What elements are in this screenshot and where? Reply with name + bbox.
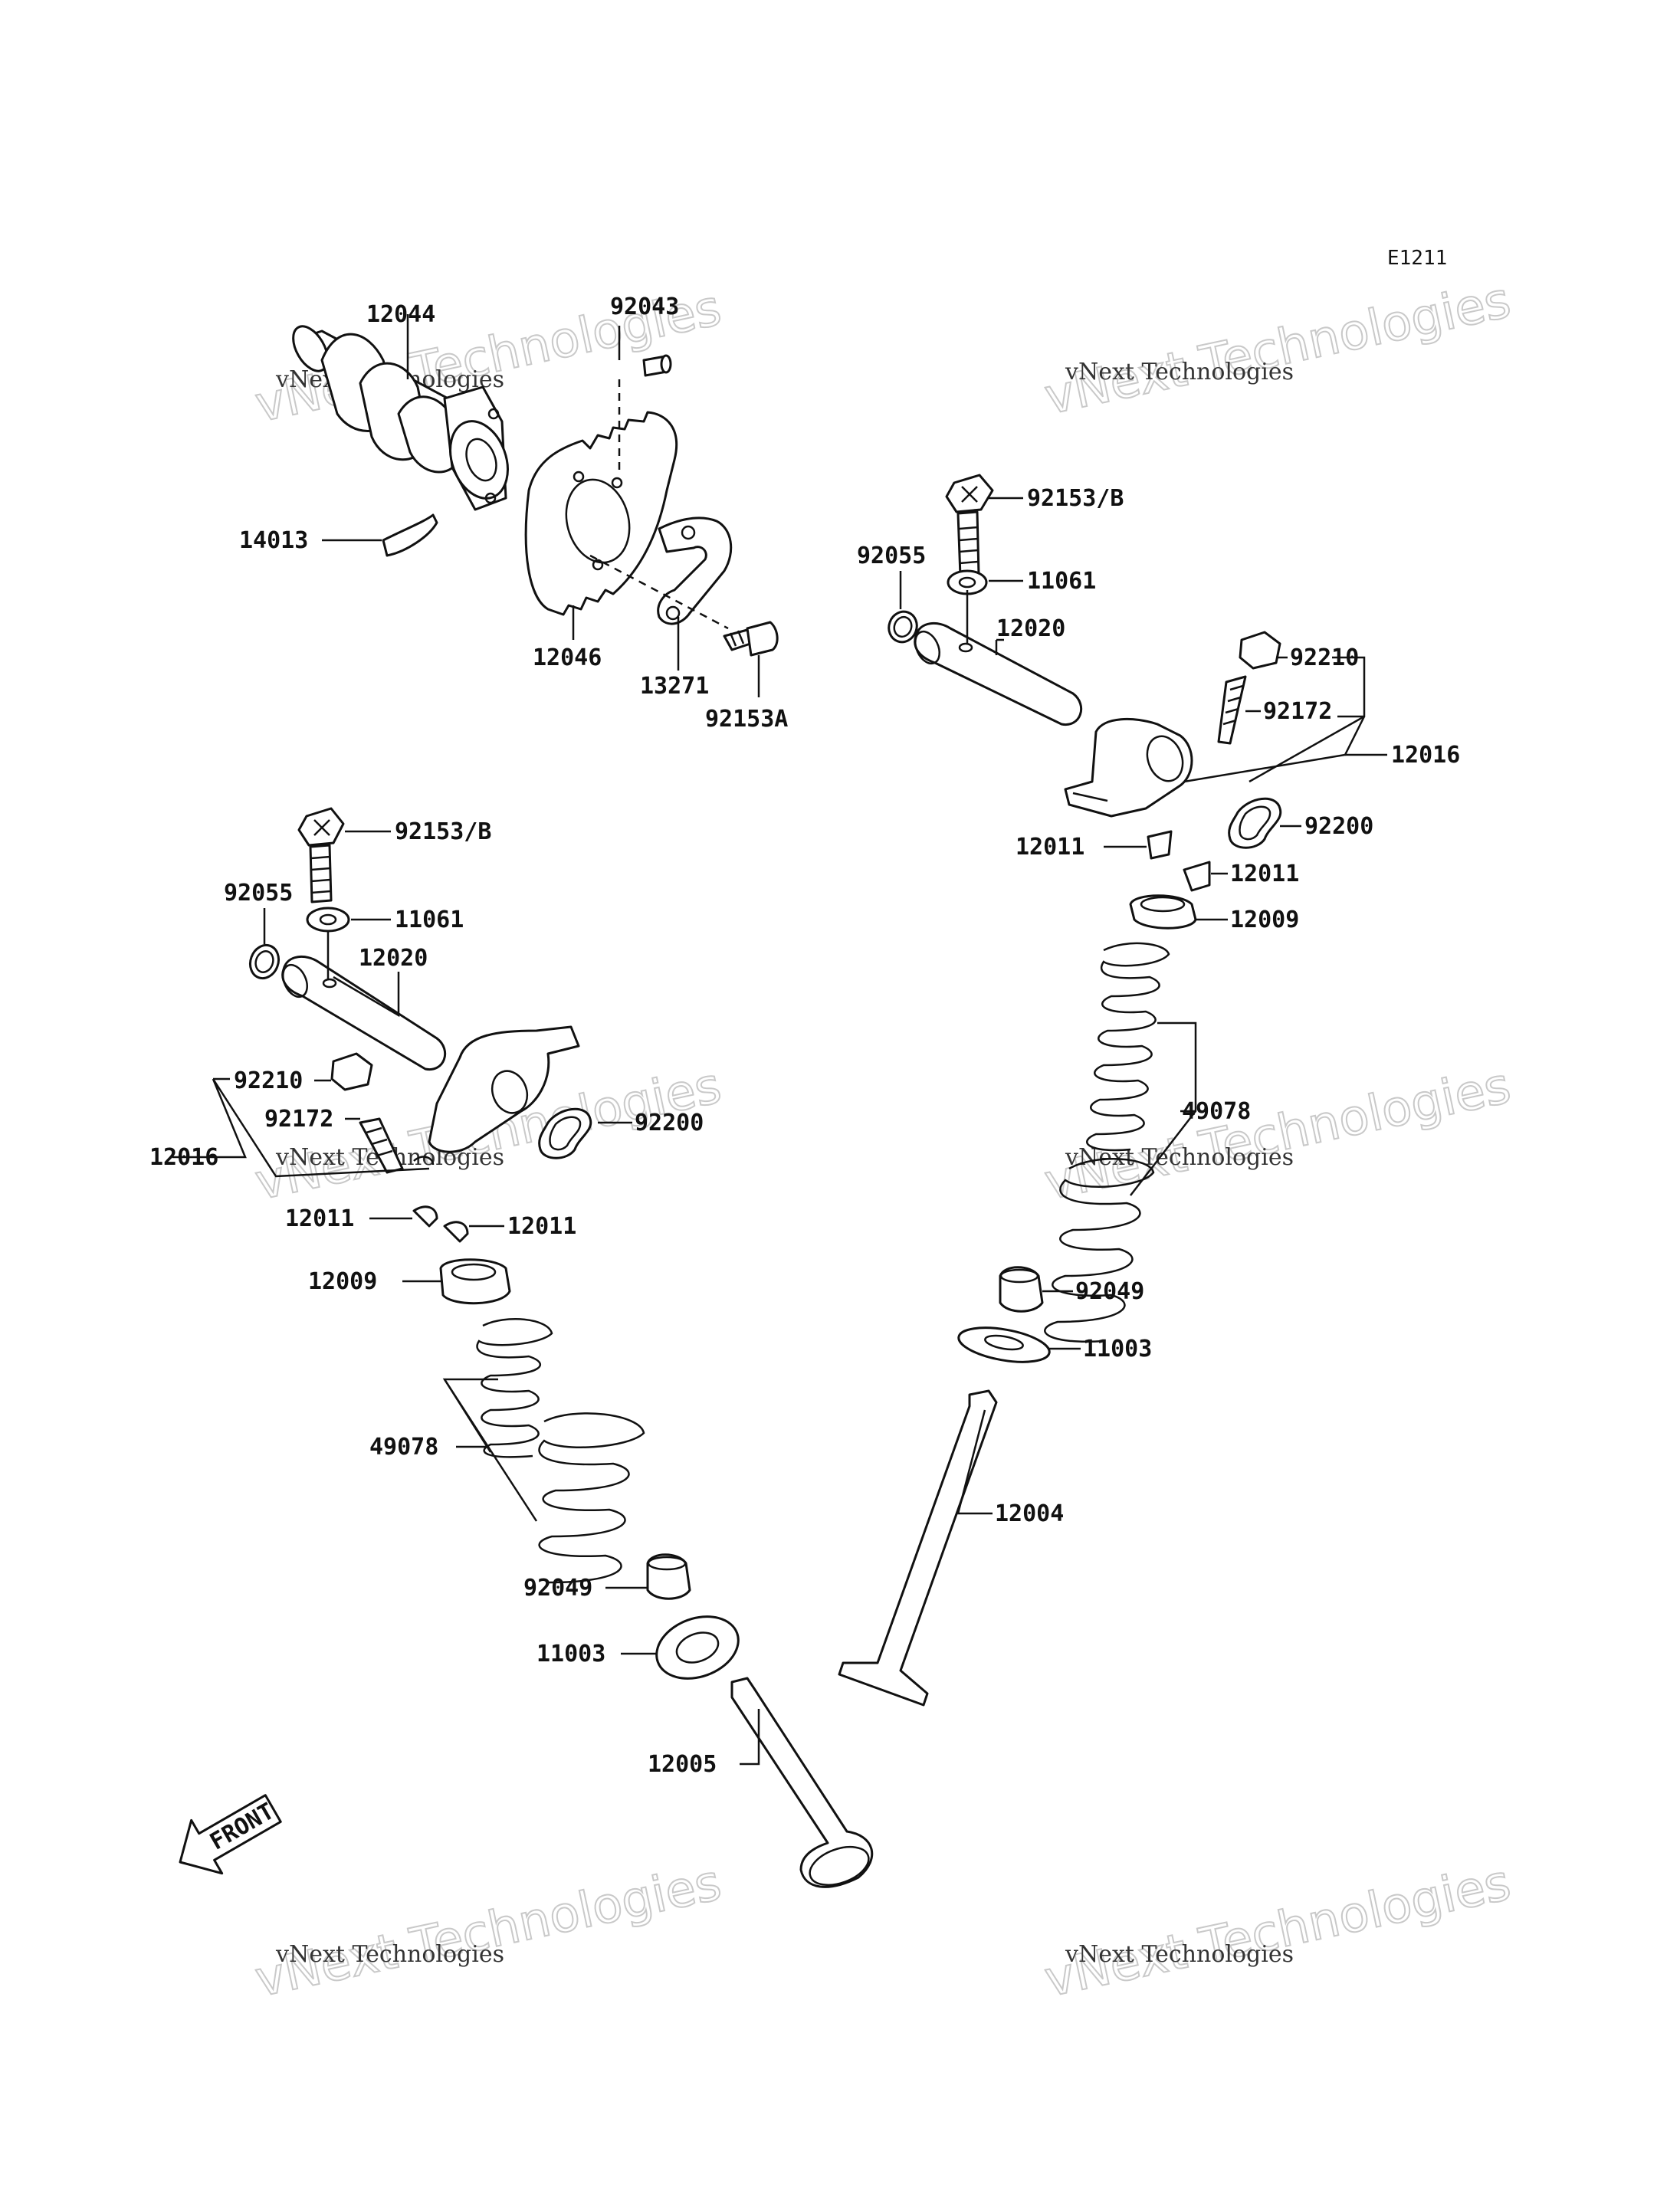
rocker-arm-left: [413, 1025, 580, 1166]
spring-retainer-right: [1129, 894, 1197, 930]
nut-right: [1239, 631, 1281, 670]
label-92055-left: 92055: [224, 880, 293, 907]
springs-right: [1044, 942, 1170, 1343]
front-arrow: FRONT: [179, 1794, 282, 1875]
rocker-shaft-right: [914, 590, 1083, 726]
label-92049-right: 92049: [1075, 1278, 1144, 1305]
oring-right: [888, 610, 918, 644]
spring-seat-left: [655, 1615, 740, 1680]
watermark: vNext Technologies vNext Technologies: [1039, 1057, 1516, 1212]
label-49078-left: 49078: [369, 1434, 438, 1461]
label-92172-left: 92172: [264, 1106, 333, 1133]
label-12009-right: 12009: [1230, 907, 1299, 933]
cotters-left: [412, 1205, 469, 1243]
nut-left: [330, 1052, 373, 1091]
label-13271: 13271: [640, 673, 709, 700]
label-92153B-right: 92153/B: [1027, 485, 1124, 512]
svg-text:vNext Technologies: vNext Technologies: [251, 1854, 726, 2008]
springs-left: [476, 1318, 645, 1584]
seal-left: [646, 1553, 691, 1600]
label-12011-right-a: 12011: [1016, 834, 1084, 861]
label-92153A: 92153A: [705, 706, 788, 733]
label-14013: 14013: [239, 527, 308, 554]
label-92210-left: 92210: [234, 1067, 303, 1094]
label-92210-right: 92210: [1290, 644, 1359, 671]
label-11061-left: 11061: [395, 907, 464, 933]
label-12044: 12044: [366, 301, 435, 328]
rocker-shaft-left: [281, 931, 447, 1071]
cotters-right: [1147, 830, 1211, 892]
sprocket-plate: [589, 516, 733, 630]
seal-right: [999, 1266, 1044, 1313]
valve-right: [838, 1389, 998, 1707]
rocker-arm-right: [1064, 717, 1193, 818]
label-12009-left: 12009: [308, 1268, 377, 1295]
label-92200-right: 92200: [1304, 813, 1373, 840]
reference-code: E1211: [1387, 247, 1447, 270]
label-12011-left-a: 12011: [285, 1205, 354, 1232]
pin: [618, 354, 672, 471]
label-11003-right: 11003: [1083, 1336, 1152, 1362]
label-92043: 92043: [610, 293, 679, 320]
label-49078-right: 49078: [1182, 1098, 1251, 1125]
label-92153B-left: 92153/B: [395, 818, 491, 845]
label-12005: 12005: [648, 1751, 717, 1778]
label-92200-left: 92200: [635, 1110, 704, 1136]
label-12004: 12004: [995, 1500, 1064, 1527]
valve-left: [730, 1677, 874, 1888]
label-12046: 12046: [533, 644, 602, 671]
label-12011-left-b: 12011: [507, 1213, 576, 1240]
washer-left: [306, 907, 350, 933]
sprocket-bolt: [723, 621, 779, 657]
svg-text:vNext Technologies: vNext Technologies: [1040, 1854, 1515, 2008]
label-11003-left: 11003: [536, 1641, 605, 1667]
adjuster-left: [359, 1117, 404, 1174]
svg-text:vNext Technologies: vNext Technologies: [1065, 359, 1294, 385]
watermark: vNext Technologies vNext Technologies: [1039, 1854, 1516, 2009]
retainer-clip: [382, 513, 438, 557]
svg-text:vNext Technologies: vNext Technologies: [1065, 1144, 1294, 1171]
label-12020-left: 12020: [359, 945, 428, 972]
spring-seat-right: [957, 1326, 1051, 1363]
label-12016-right: 12016: [1391, 742, 1460, 769]
oring-left: [248, 943, 281, 980]
label-11061-right: 11061: [1027, 568, 1096, 595]
label-12011-right-b: 12011: [1230, 861, 1299, 887]
svg-text:vNext Technologies: vNext Technologies: [1065, 1941, 1294, 1968]
part-labels: 12044 92043 14013 12046 13271 92153A 921…: [149, 293, 1460, 1778]
svg-text:vNext Technologies: vNext Technologies: [275, 1941, 504, 1968]
oring-plate-left: [538, 1107, 592, 1159]
adjuster-right: [1217, 675, 1247, 745]
svg-text:FRONT: FRONT: [205, 1798, 279, 1855]
watermark: vNext Technologies vNext Technologies: [1039, 271, 1516, 427]
camshaft: [292, 325, 509, 511]
leader-lines: [172, 314, 1387, 1766]
label-92172-right: 92172: [1263, 698, 1332, 725]
label-92055-right: 92055: [857, 543, 926, 569]
rocker-bolt-right: [945, 474, 994, 578]
watermark: vNext Technologies vNext Technologies: [250, 1854, 727, 2009]
cam-sprocket: [524, 411, 678, 616]
spring-retainer-left: [439, 1258, 511, 1305]
label-92049-left: 92049: [523, 1575, 592, 1602]
label-12020-right: 12020: [996, 615, 1065, 642]
label-12016-left: 12016: [149, 1144, 218, 1171]
oring-plate-right: [1228, 797, 1282, 849]
svg-text:vNext Technologies: vNext Technologies: [1040, 272, 1515, 426]
rocker-bolt-left: [297, 807, 345, 903]
